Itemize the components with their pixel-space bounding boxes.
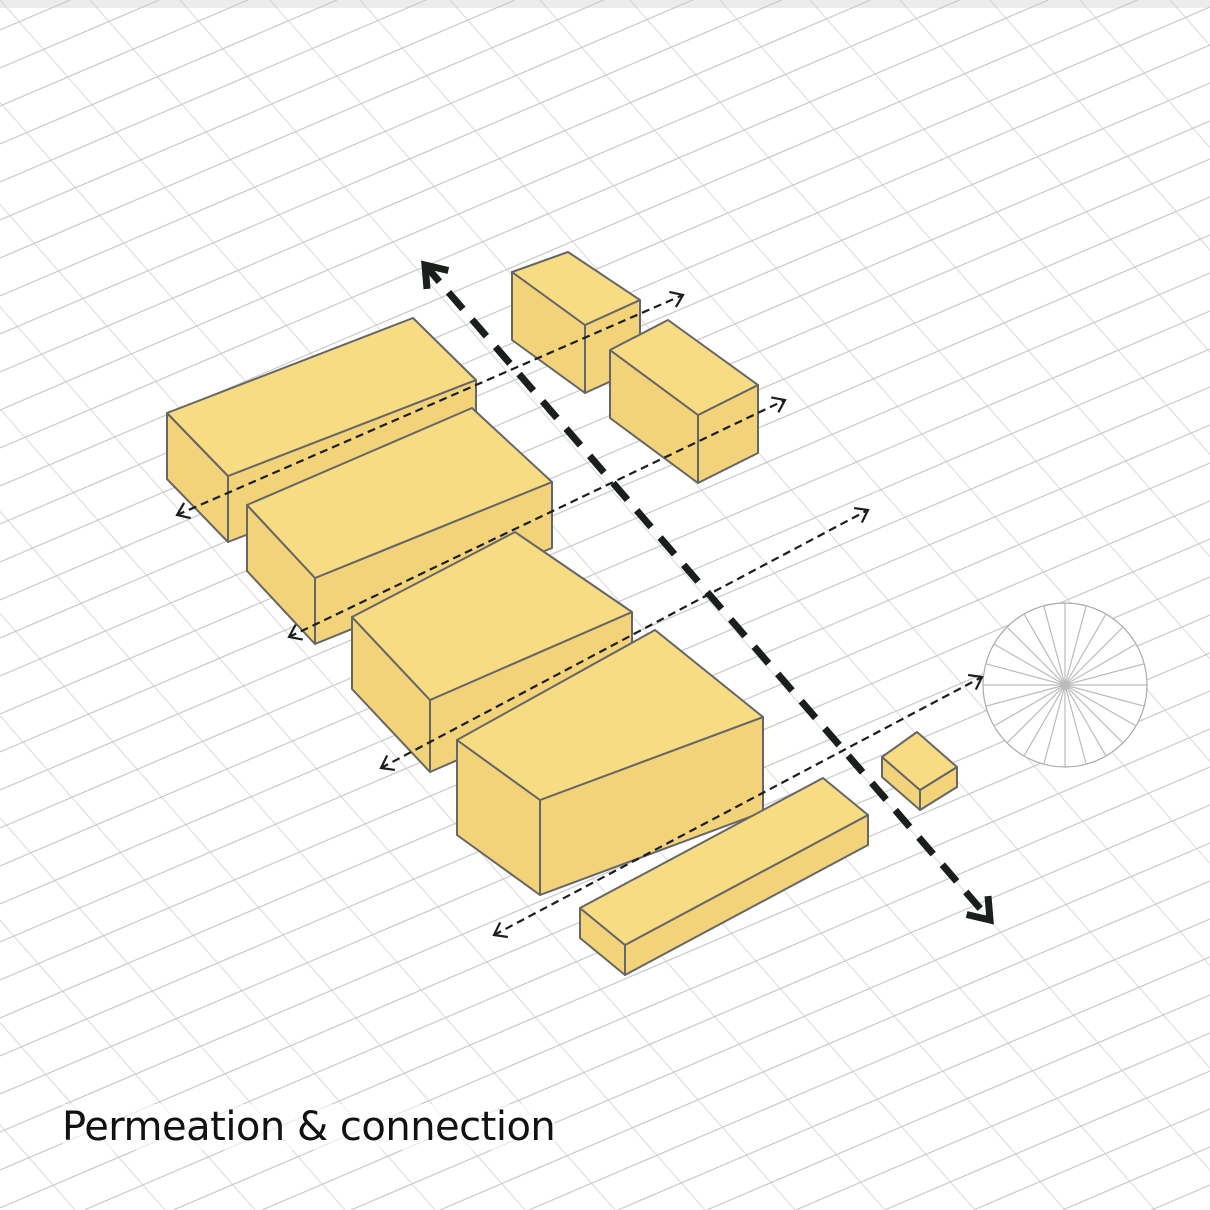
context-line xyxy=(1169,0,1210,46)
context-line xyxy=(350,842,1210,1210)
block-top-face xyxy=(456,629,764,801)
context-line xyxy=(0,310,1210,829)
context-line xyxy=(706,994,1210,1210)
context-line xyxy=(0,0,1049,449)
block-top-face xyxy=(351,531,633,701)
context-line xyxy=(1062,1146,1210,1210)
main-route-arrow-head-start xyxy=(421,260,450,290)
context-line xyxy=(0,0,427,183)
context-line xyxy=(1151,1184,1210,1210)
context-line xyxy=(0,510,616,1210)
dome-rib xyxy=(993,684,1066,727)
block-top-face xyxy=(881,731,958,791)
dome-rib xyxy=(1023,684,1066,757)
secondary-route-arrow-2-head-start xyxy=(287,624,303,641)
block-top-face xyxy=(246,407,553,579)
context-line xyxy=(0,196,1210,715)
context-line xyxy=(359,0,1210,967)
dome-rib xyxy=(1064,605,1087,686)
main-route-arrow-head-end xyxy=(965,895,994,925)
proposed-block-4 xyxy=(246,407,553,645)
proposed-block-3 xyxy=(609,319,759,484)
secondary-route-arrow-1-head-start xyxy=(175,502,191,520)
context-line xyxy=(0,0,605,259)
context-line xyxy=(0,817,346,1210)
context-line xyxy=(795,1032,1210,1210)
top-strip xyxy=(0,0,1210,8)
secondary-route-arrow-3-head-start xyxy=(379,754,396,772)
secondary-route-arrow-2 xyxy=(288,399,786,638)
secondary-route-arrow-4 xyxy=(493,676,983,936)
dome-rib xyxy=(1064,684,1107,757)
dome-rib xyxy=(1064,684,1087,765)
context-line xyxy=(0,919,256,1210)
diagram-caption: Permeation & connection xyxy=(62,1104,556,1150)
context-line xyxy=(0,158,1210,677)
dome-rib xyxy=(1023,613,1066,686)
dome-rib xyxy=(1064,663,1145,686)
context-line xyxy=(528,918,1210,1210)
dome-rib xyxy=(985,663,1066,686)
context-line xyxy=(0,234,1210,753)
context-line xyxy=(439,880,1210,1210)
dome-rib xyxy=(1064,684,1145,707)
proposed-block-7 xyxy=(579,777,869,976)
proposed-block-8 xyxy=(881,731,958,811)
context-line xyxy=(0,0,694,297)
block-top-face xyxy=(609,319,759,416)
block-top-face xyxy=(511,251,641,326)
context-line xyxy=(989,0,1210,251)
secondary-route-arrow-4-head-start xyxy=(492,921,509,939)
proposed-block-2 xyxy=(511,251,641,394)
context-line xyxy=(1079,0,1210,149)
secondary-route-arrow-4-head-end xyxy=(967,673,984,691)
context-line xyxy=(884,1070,1210,1210)
context-line xyxy=(0,0,782,335)
context-line xyxy=(629,0,1210,660)
proposed-block-6 xyxy=(456,629,764,896)
secondary-route-arrow-2-head-end xyxy=(771,396,787,413)
dome-rib xyxy=(1043,605,1066,686)
dome-rib xyxy=(1064,684,1124,744)
dome-rib xyxy=(1064,684,1137,727)
connection-arrows xyxy=(175,260,994,939)
context-line xyxy=(179,0,1210,1171)
dome-rib xyxy=(1064,626,1124,686)
context-line xyxy=(973,1108,1210,1210)
context-line xyxy=(899,0,1210,353)
secondary-route-arrow-1-head-end xyxy=(669,290,685,308)
context-line xyxy=(0,0,516,221)
context-line xyxy=(809,0,1210,455)
context-line xyxy=(269,0,1210,1069)
dome-rib xyxy=(1006,626,1066,686)
dome-rib xyxy=(985,684,1066,707)
secondary-route-arrow-1 xyxy=(176,293,684,517)
context-line xyxy=(0,0,960,411)
context-line xyxy=(0,0,249,107)
dome-rib xyxy=(993,643,1066,686)
secondary-route-arrow-3 xyxy=(380,509,869,769)
context-line xyxy=(719,0,1210,558)
context-line xyxy=(0,1124,76,1210)
context-line xyxy=(617,956,1210,1210)
context-line xyxy=(0,0,338,145)
dome-rib xyxy=(1064,613,1107,686)
context-line xyxy=(0,408,706,1210)
proposed-blocks xyxy=(166,251,958,976)
context-line xyxy=(0,272,1210,791)
context-line xyxy=(0,0,160,69)
dome-rib xyxy=(1064,643,1137,686)
context-line xyxy=(0,0,871,373)
secondary-route-arrow-3-head-end xyxy=(853,506,870,524)
dome-rib xyxy=(1006,684,1066,744)
main-route-arrow xyxy=(422,262,993,923)
dome-rib xyxy=(1043,684,1066,765)
context-line xyxy=(0,0,71,31)
block-top-face xyxy=(166,317,477,477)
block-top-face xyxy=(579,777,869,946)
